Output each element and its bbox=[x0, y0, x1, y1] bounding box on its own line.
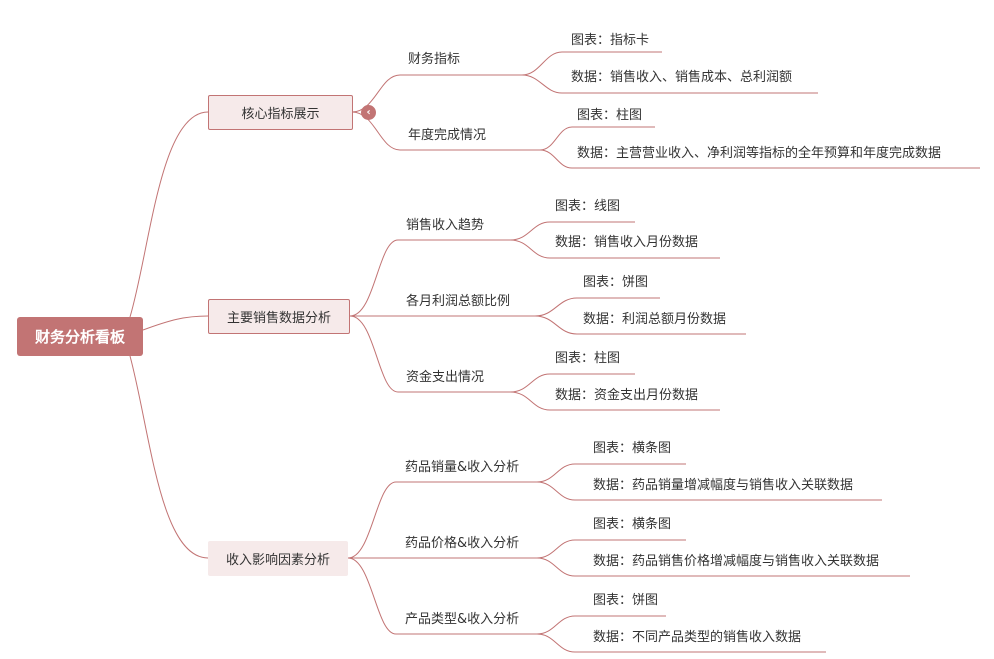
topic-capital-expense[interactable]: 资金支出情况 bbox=[406, 370, 485, 385]
connector-sales-trend bbox=[349, 239, 510, 317]
connector-ratio-data bbox=[534, 315, 746, 335]
connector-root-factors bbox=[129, 355, 209, 559]
connector-trend-chart bbox=[509, 221, 635, 241]
connector-trend-data bbox=[509, 239, 720, 259]
leaf-trend-chart[interactable]: 图表：线图 bbox=[555, 199, 621, 214]
connector-finance-data bbox=[521, 74, 818, 94]
leaf-price-data[interactable]: 数据：药品销售价格增减幅度与销售收入关联数据 bbox=[593, 554, 880, 569]
connector-expense-chart bbox=[509, 373, 635, 393]
leaf-volume-data[interactable]: 数据：药品销量增减幅度与销售收入关联数据 bbox=[593, 478, 854, 493]
branch-sales-analysis[interactable]: 主要销售数据分析 bbox=[208, 299, 350, 334]
connector-core-annual bbox=[351, 111, 540, 151]
connector-annual-chart bbox=[539, 126, 655, 151]
topic-finance-metrics[interactable]: 财务指标 bbox=[408, 52, 461, 67]
leaf-type-chart[interactable]: 图表：饼图 bbox=[593, 593, 659, 608]
connector-type-chart bbox=[536, 615, 666, 635]
topic-sales-trend[interactable]: 销售收入趋势 bbox=[406, 218, 485, 233]
leaf-ratio-data[interactable]: 数据：利润总额月份数据 bbox=[583, 312, 727, 327]
topic-type-revenue[interactable]: 产品类型&收入分析 bbox=[405, 612, 520, 627]
collapse-button[interactable]: ‹ bbox=[361, 105, 376, 120]
connector-root-core bbox=[129, 111, 209, 318]
topic-annual-completion[interactable]: 年度完成情况 bbox=[408, 128, 487, 143]
connector-volume-chart bbox=[536, 463, 686, 483]
topic-volume-revenue[interactable]: 药品销量&收入分析 bbox=[405, 460, 520, 475]
connector-factors-volume bbox=[347, 481, 537, 559]
root-topic[interactable]: 财务分析看板 bbox=[17, 317, 143, 356]
leaf-expense-chart[interactable]: 图表：柱图 bbox=[555, 351, 621, 366]
connector-type-data bbox=[536, 633, 826, 653]
connector-core-finance bbox=[351, 74, 522, 113]
connector-expense-data bbox=[509, 391, 720, 411]
leaf-trend-data[interactable]: 数据：销售收入月份数据 bbox=[555, 235, 699, 250]
branch-core-metrics[interactable]: 核心指标展示 bbox=[208, 95, 353, 130]
connector-finance-chart bbox=[521, 51, 662, 76]
leaf-finance-chart[interactable]: 图表：指标卡 bbox=[571, 33, 650, 48]
leaf-volume-chart[interactable]: 图表：横条图 bbox=[593, 441, 672, 456]
chevron-left-icon: ‹ bbox=[366, 107, 371, 118]
topic-price-revenue[interactable]: 药品价格&收入分析 bbox=[405, 536, 520, 551]
connector-price-data bbox=[536, 557, 910, 577]
connector-factors-type bbox=[347, 557, 537, 635]
leaf-annual-data[interactable]: 数据：主营营业收入、净利润等指标的全年预算和年度完成数据 bbox=[577, 146, 942, 161]
connector-volume-data bbox=[536, 481, 882, 501]
topic-profit-ratio[interactable]: 各月利润总额比例 bbox=[406, 294, 511, 309]
connector-sales-expense bbox=[349, 315, 510, 393]
connector-price-chart bbox=[536, 539, 686, 559]
leaf-type-data[interactable]: 数据：不同产品类型的销售收入数据 bbox=[593, 630, 802, 645]
connector-annual-data bbox=[539, 149, 980, 169]
leaf-ratio-chart[interactable]: 图表：饼图 bbox=[583, 275, 649, 290]
connector-ratio-chart bbox=[534, 297, 660, 317]
leaf-expense-data[interactable]: 数据：资金支出月份数据 bbox=[555, 388, 699, 403]
leaf-annual-chart[interactable]: 图表：柱图 bbox=[577, 108, 643, 123]
leaf-finance-data[interactable]: 数据：销售收入、销售成本、总利润额 bbox=[571, 70, 793, 85]
connector-root-sales bbox=[142, 315, 209, 331]
leaf-price-chart[interactable]: 图表：横条图 bbox=[593, 517, 672, 532]
branch-revenue-factors[interactable]: 收入影响因素分析 bbox=[208, 541, 348, 576]
